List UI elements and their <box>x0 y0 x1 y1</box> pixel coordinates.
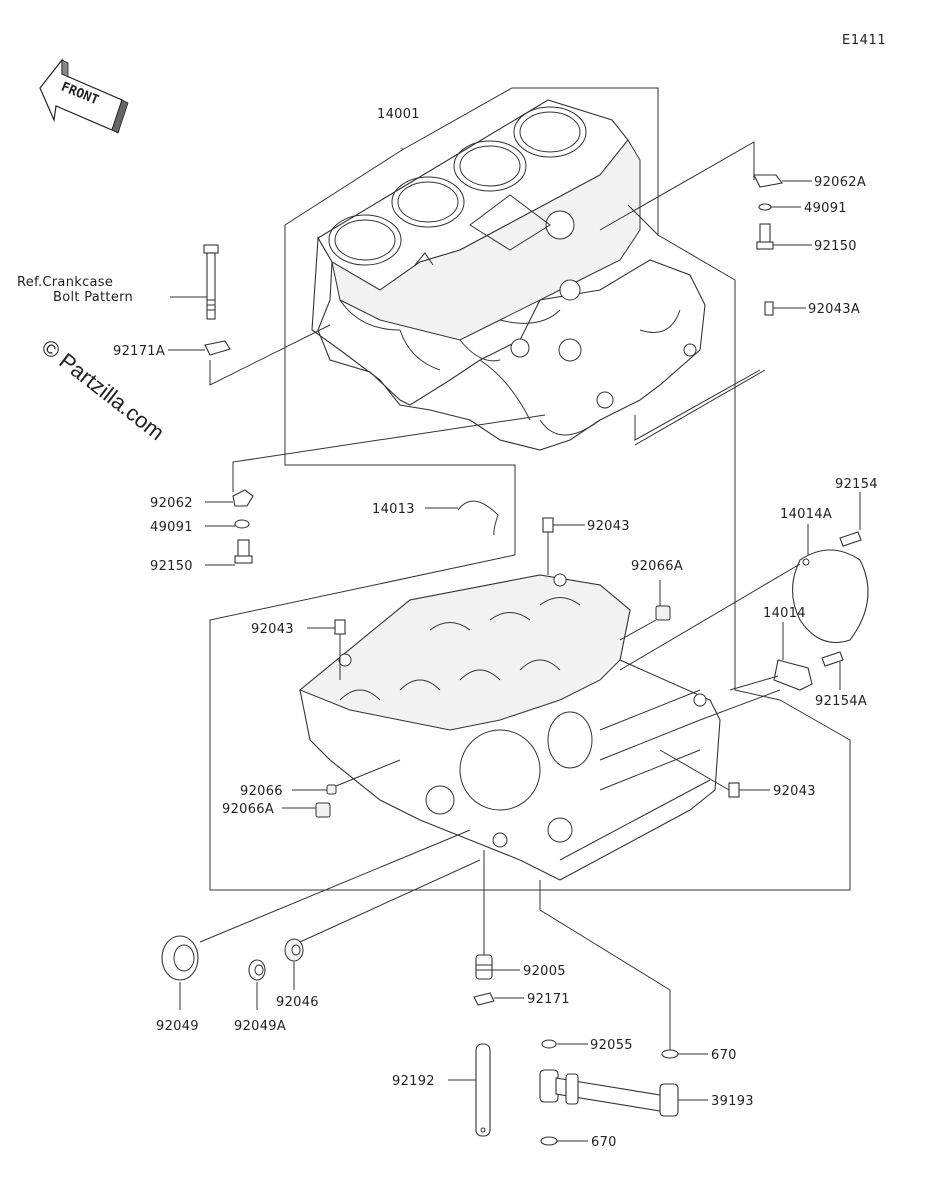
part-label-92154[interactable]: 92154 <box>835 477 878 492</box>
ref-note-line2: Bolt Pattern <box>53 290 133 305</box>
upper-crankcase <box>311 99 706 451</box>
leader-lines <box>168 87 861 1142</box>
fitting-92062 <box>232 489 254 507</box>
pipe-92192 <box>475 1043 491 1137</box>
part-label-92192[interactable]: 92192 <box>392 1074 435 1089</box>
part-label-14014[interactable]: 14014 <box>763 606 806 621</box>
part-label-92150a[interactable]: 92150 <box>814 239 857 254</box>
part-label-92171A[interactable]: 92171A <box>113 344 165 359</box>
fitting-92062A <box>753 174 783 188</box>
dowel-92043b <box>334 619 346 635</box>
ref-crankcase-bolt <box>203 244 219 320</box>
bolt-92154A <box>821 651 844 667</box>
part-label-92066A[interactable]: 92066A <box>222 802 274 817</box>
part-label-670b[interactable]: 670 <box>591 1135 617 1150</box>
plug-92066A <box>315 802 331 818</box>
part-label-14014A[interactable]: 14014A <box>780 507 832 522</box>
part-label-92043a[interactable]: 92043 <box>587 519 630 534</box>
part-label-14001[interactable]: 14001 <box>377 107 420 122</box>
part-label-92062[interactable]: 92062 <box>150 496 193 511</box>
fitting-92005 <box>475 954 493 980</box>
part-label-92062A[interactable]: 92062A <box>814 175 866 190</box>
part-label-92005[interactable]: 92005 <box>523 964 566 979</box>
part-label-92066A-top[interactable]: 92066A <box>631 559 683 574</box>
seal-92049A <box>248 959 266 981</box>
dowel-92043c <box>728 782 740 798</box>
guide-14013 <box>457 500 499 536</box>
front-arrow-icon: FRONT <box>39 58 129 134</box>
part-label-92043A[interactable]: 92043A <box>808 302 860 317</box>
washer-49091b <box>234 519 250 529</box>
dowel-92043a <box>542 517 554 533</box>
part-label-92055[interactable]: 92055 <box>590 1038 633 1053</box>
part-label-92043b[interactable]: 92043 <box>251 622 294 637</box>
washer-49091a <box>758 203 772 211</box>
part-label-92043c[interactable]: 92043 <box>773 784 816 799</box>
ref-note-line1: Ref.Crankcase <box>17 275 113 290</box>
plug-92066 <box>326 784 337 795</box>
bolt-92150a <box>756 223 774 250</box>
plug-92066A-top <box>655 605 671 621</box>
clamp-92171 <box>473 992 495 1006</box>
part-labels: Ref.Crankcase Bolt Pattern 14001 92062A … <box>17 107 878 1150</box>
cover-14014A <box>792 549 869 644</box>
o-ring-670a <box>661 1049 679 1059</box>
lower-crankcase <box>299 573 721 881</box>
part-label-92049[interactable]: 92049 <box>156 1019 199 1034</box>
part-label-92049A[interactable]: 92049A <box>234 1019 286 1034</box>
part-label-14013[interactable]: 14013 <box>372 502 415 517</box>
part-label-92150b[interactable]: 92150 <box>150 559 193 574</box>
bolt-92154 <box>839 531 862 547</box>
bolt-92150b <box>234 539 253 564</box>
part-label-49091b[interactable]: 49091 <box>150 520 193 535</box>
part-label-670a[interactable]: 670 <box>711 1048 737 1063</box>
oil-seal-92049 <box>161 935 199 981</box>
dowel-92043A <box>764 301 774 316</box>
part-label-92046[interactable]: 92046 <box>276 995 319 1010</box>
pipe-39193 <box>539 1069 679 1117</box>
diagram-code: E1411 <box>842 33 886 48</box>
part-label-92154A[interactable]: 92154A <box>815 694 867 709</box>
part-label-92066[interactable]: 92066 <box>240 784 283 799</box>
o-ring-670b <box>540 1136 558 1146</box>
bearing-92046 <box>284 938 304 962</box>
part-label-39193[interactable]: 39193 <box>711 1094 754 1109</box>
clamp-92171A <box>204 340 231 356</box>
part-label-49091a[interactable]: 49091 <box>804 201 847 216</box>
part-label-92171[interactable]: 92171 <box>527 992 570 1007</box>
bracket-14014 <box>773 659 813 691</box>
o-ring-92055 <box>541 1039 557 1049</box>
